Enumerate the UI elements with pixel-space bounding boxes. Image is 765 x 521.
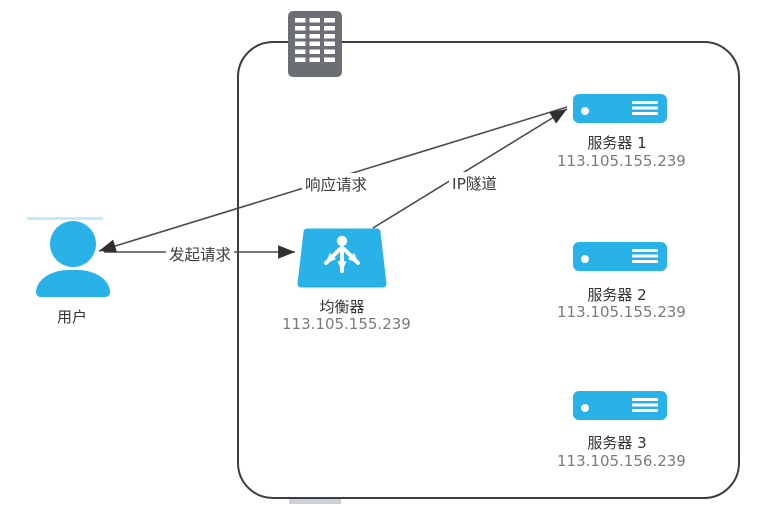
- balancer-label: 均衡器: [319, 298, 365, 316]
- server3-ip: 113.105.156.239: [557, 452, 686, 470]
- tunnel-edge-label: IP隧道: [449, 172, 500, 194]
- network-boundary-box: [237, 41, 740, 499]
- load-balancer-icon: [297, 228, 387, 288]
- server-icon: [573, 242, 667, 271]
- datacenter-building-icon: [288, 11, 342, 77]
- server-power-dot: [581, 255, 589, 263]
- server-power-dot: [581, 107, 589, 115]
- user-head: [50, 221, 96, 267]
- server-vents: [632, 249, 658, 263]
- server3-label: 服务器 3: [587, 434, 647, 452]
- server-icon: [573, 391, 667, 420]
- response-edge-label: 响应请求: [302, 173, 371, 195]
- server2-ip: 113.105.155.239: [557, 303, 686, 321]
- ip-tunnel-arrow: [372, 108, 568, 229]
- user-underline: [27, 217, 103, 220]
- server1-label: 服务器 1: [587, 134, 647, 152]
- server1-ip: 113.105.155.239: [557, 152, 686, 170]
- building-windows-grid: [295, 18, 335, 62]
- server-vents: [632, 398, 658, 412]
- server-vents: [632, 101, 658, 115]
- server2-label: 服务器 2: [587, 286, 647, 304]
- request-edge-label: 发起请求: [166, 243, 235, 265]
- server-icon: [573, 94, 667, 123]
- server-power-dot: [581, 404, 589, 412]
- user-label: 用户: [56, 308, 87, 326]
- bottom-gray-bar: [289, 499, 341, 504]
- balancer-ip: 113.105.155.239: [282, 315, 411, 333]
- user-body: [36, 270, 110, 297]
